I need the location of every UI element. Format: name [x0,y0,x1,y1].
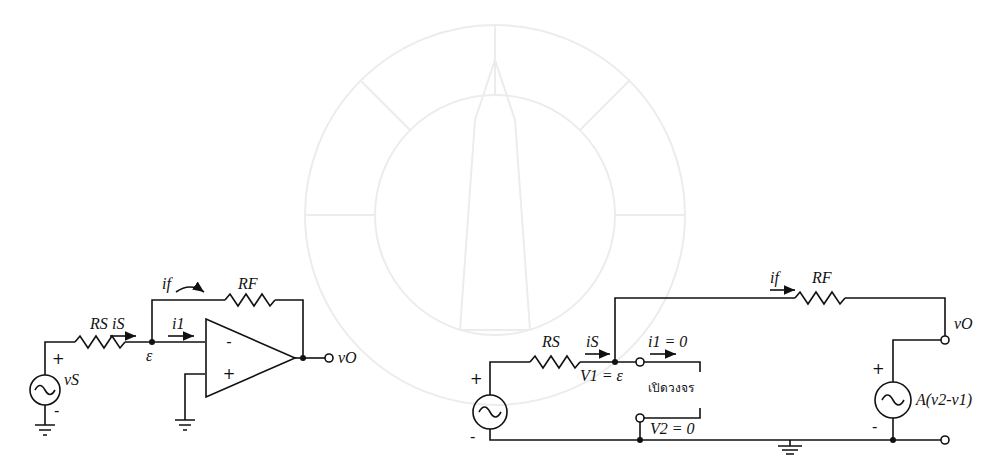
pin-sign: - [226,335,231,350]
current-label: if [770,270,779,286]
resistor-label: RS [542,334,560,350]
op-amp-symbol: -+ [205,318,297,398]
output-label: vO [954,316,973,332]
open-circuit-note: เปิดวงจร [648,382,694,394]
resistor-label: RF [812,270,832,286]
dependent-source-label: A(v2-v1) [916,392,972,408]
polarity-sign: - [470,430,475,445]
output-label: vO [338,350,357,366]
source-label: vS [64,372,79,388]
current-label: if [162,276,171,292]
polarity-sign: + [872,362,885,377]
resistor-label: RF [238,276,258,292]
op-amp-triangle [205,318,297,398]
left-circuit [30,287,333,435]
current-label: iS [112,316,124,332]
current-label: i1 = 0 [648,334,687,350]
node-voltage: V2 = 0 [650,421,695,437]
polarity-sign: + [52,352,65,367]
polarity-sign: + [470,372,483,387]
polarity-sign: - [872,420,877,435]
current-label: i1 [172,316,184,332]
resistor-label: RS [90,316,108,332]
pin-sign: + [223,367,236,382]
polarity-sign: - [54,404,59,419]
watermark [305,25,685,405]
node-voltage: ε [146,348,152,364]
current-label: iS [586,334,598,350]
node-voltage: V1 = ε [580,368,623,384]
right-circuit [473,290,949,454]
